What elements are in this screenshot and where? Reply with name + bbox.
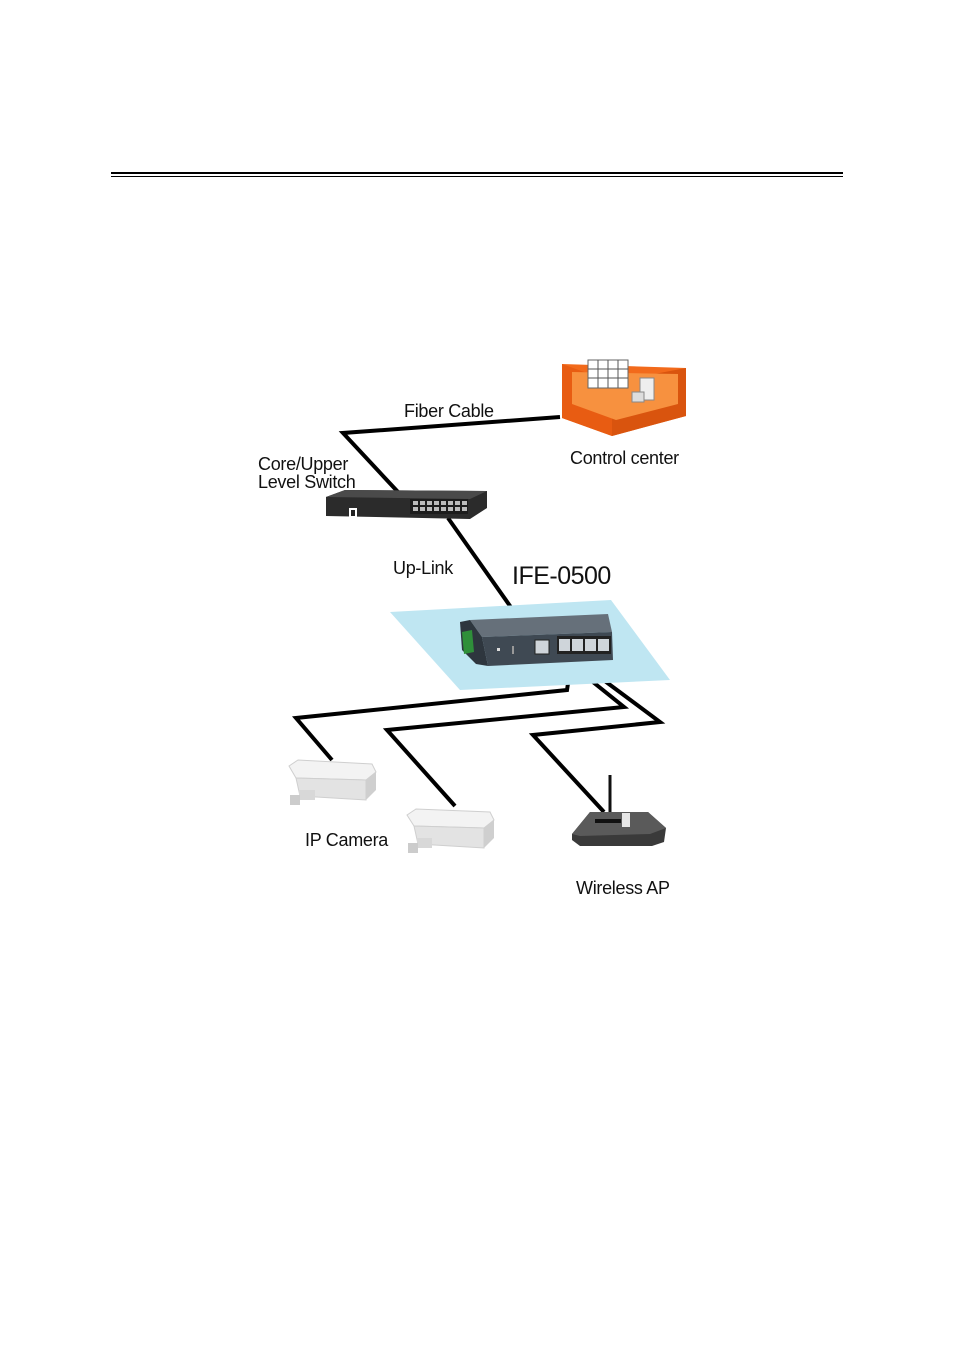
camera2-cable-line xyxy=(387,670,624,806)
device-model-label: IFE-0500 xyxy=(512,562,611,590)
fiber-cable-label: Fiber Cable xyxy=(404,401,494,421)
ife-0500-device xyxy=(390,600,670,690)
control-center-icon xyxy=(562,360,686,436)
core-switch-label-line2: Level Switch xyxy=(258,472,355,492)
wireless-ap-icon xyxy=(572,775,666,846)
ip-camera-icon-2 xyxy=(407,809,494,853)
ip-camera-icon-1 xyxy=(289,760,376,805)
core-switch-icon xyxy=(326,490,487,519)
wireless-ap-label: Wireless AP xyxy=(576,878,670,898)
fiber-cable-line xyxy=(343,417,560,492)
uplink-cable-line xyxy=(448,518,515,613)
control-center-label: Control center xyxy=(570,448,679,468)
core-switch-label-line1: Core/Upper xyxy=(258,454,348,474)
ip-camera-label: IP Camera xyxy=(305,830,389,850)
up-link-label: Up-Link xyxy=(393,558,454,578)
